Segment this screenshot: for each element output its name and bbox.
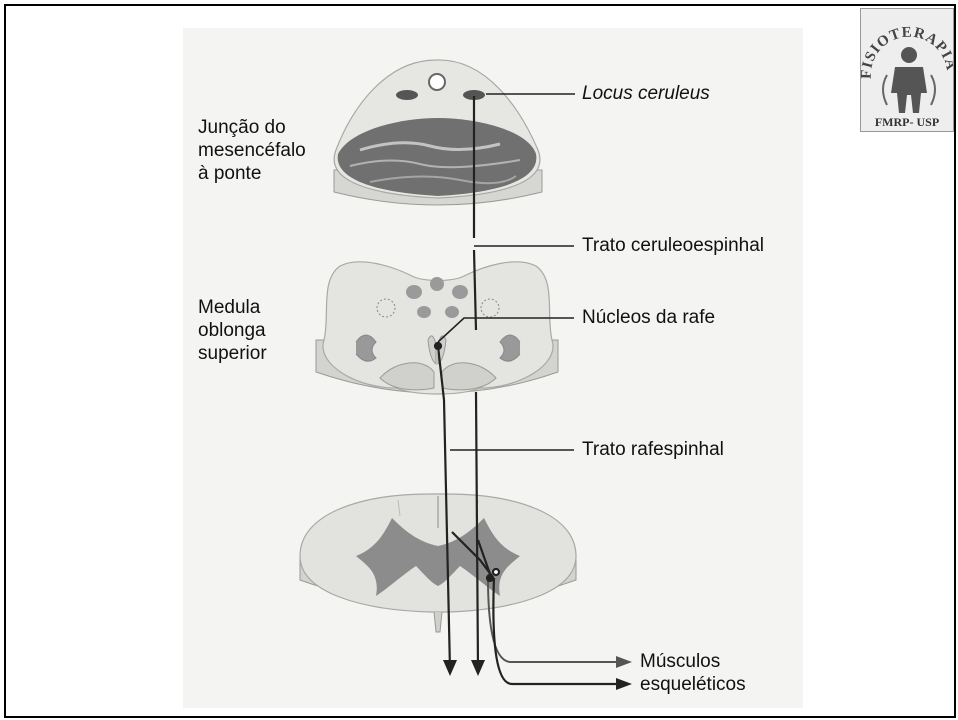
label-midbrain-pons-junction: Junção do mesencéfalo à ponte [198, 116, 306, 185]
midbrain-pons-section [334, 60, 542, 205]
arrow-right-icon [616, 678, 632, 690]
ceruleospinal-lower [476, 392, 478, 670]
spinal-cord-section [300, 494, 576, 632]
arrow-down-icon [443, 660, 457, 676]
arrow-right-icon [616, 656, 632, 668]
arrow-down-icon [471, 660, 485, 676]
label-locus-ceruleus: Locus ceruleus [582, 82, 710, 105]
label-raphe-nuclei: Núcleos da rafe [582, 306, 715, 329]
medulla-section [316, 262, 558, 394]
locus-ceruleus-left [396, 90, 418, 100]
label-raphespinal-tract: Trato rafespinhal [582, 438, 724, 461]
label-upper-medulla: Medula oblonga superior [198, 296, 267, 365]
label-ceruleospinal-tract: Trato ceruleoespinhal [582, 234, 764, 257]
label-skeletal-muscles: Músculos esqueléticos [640, 650, 746, 696]
